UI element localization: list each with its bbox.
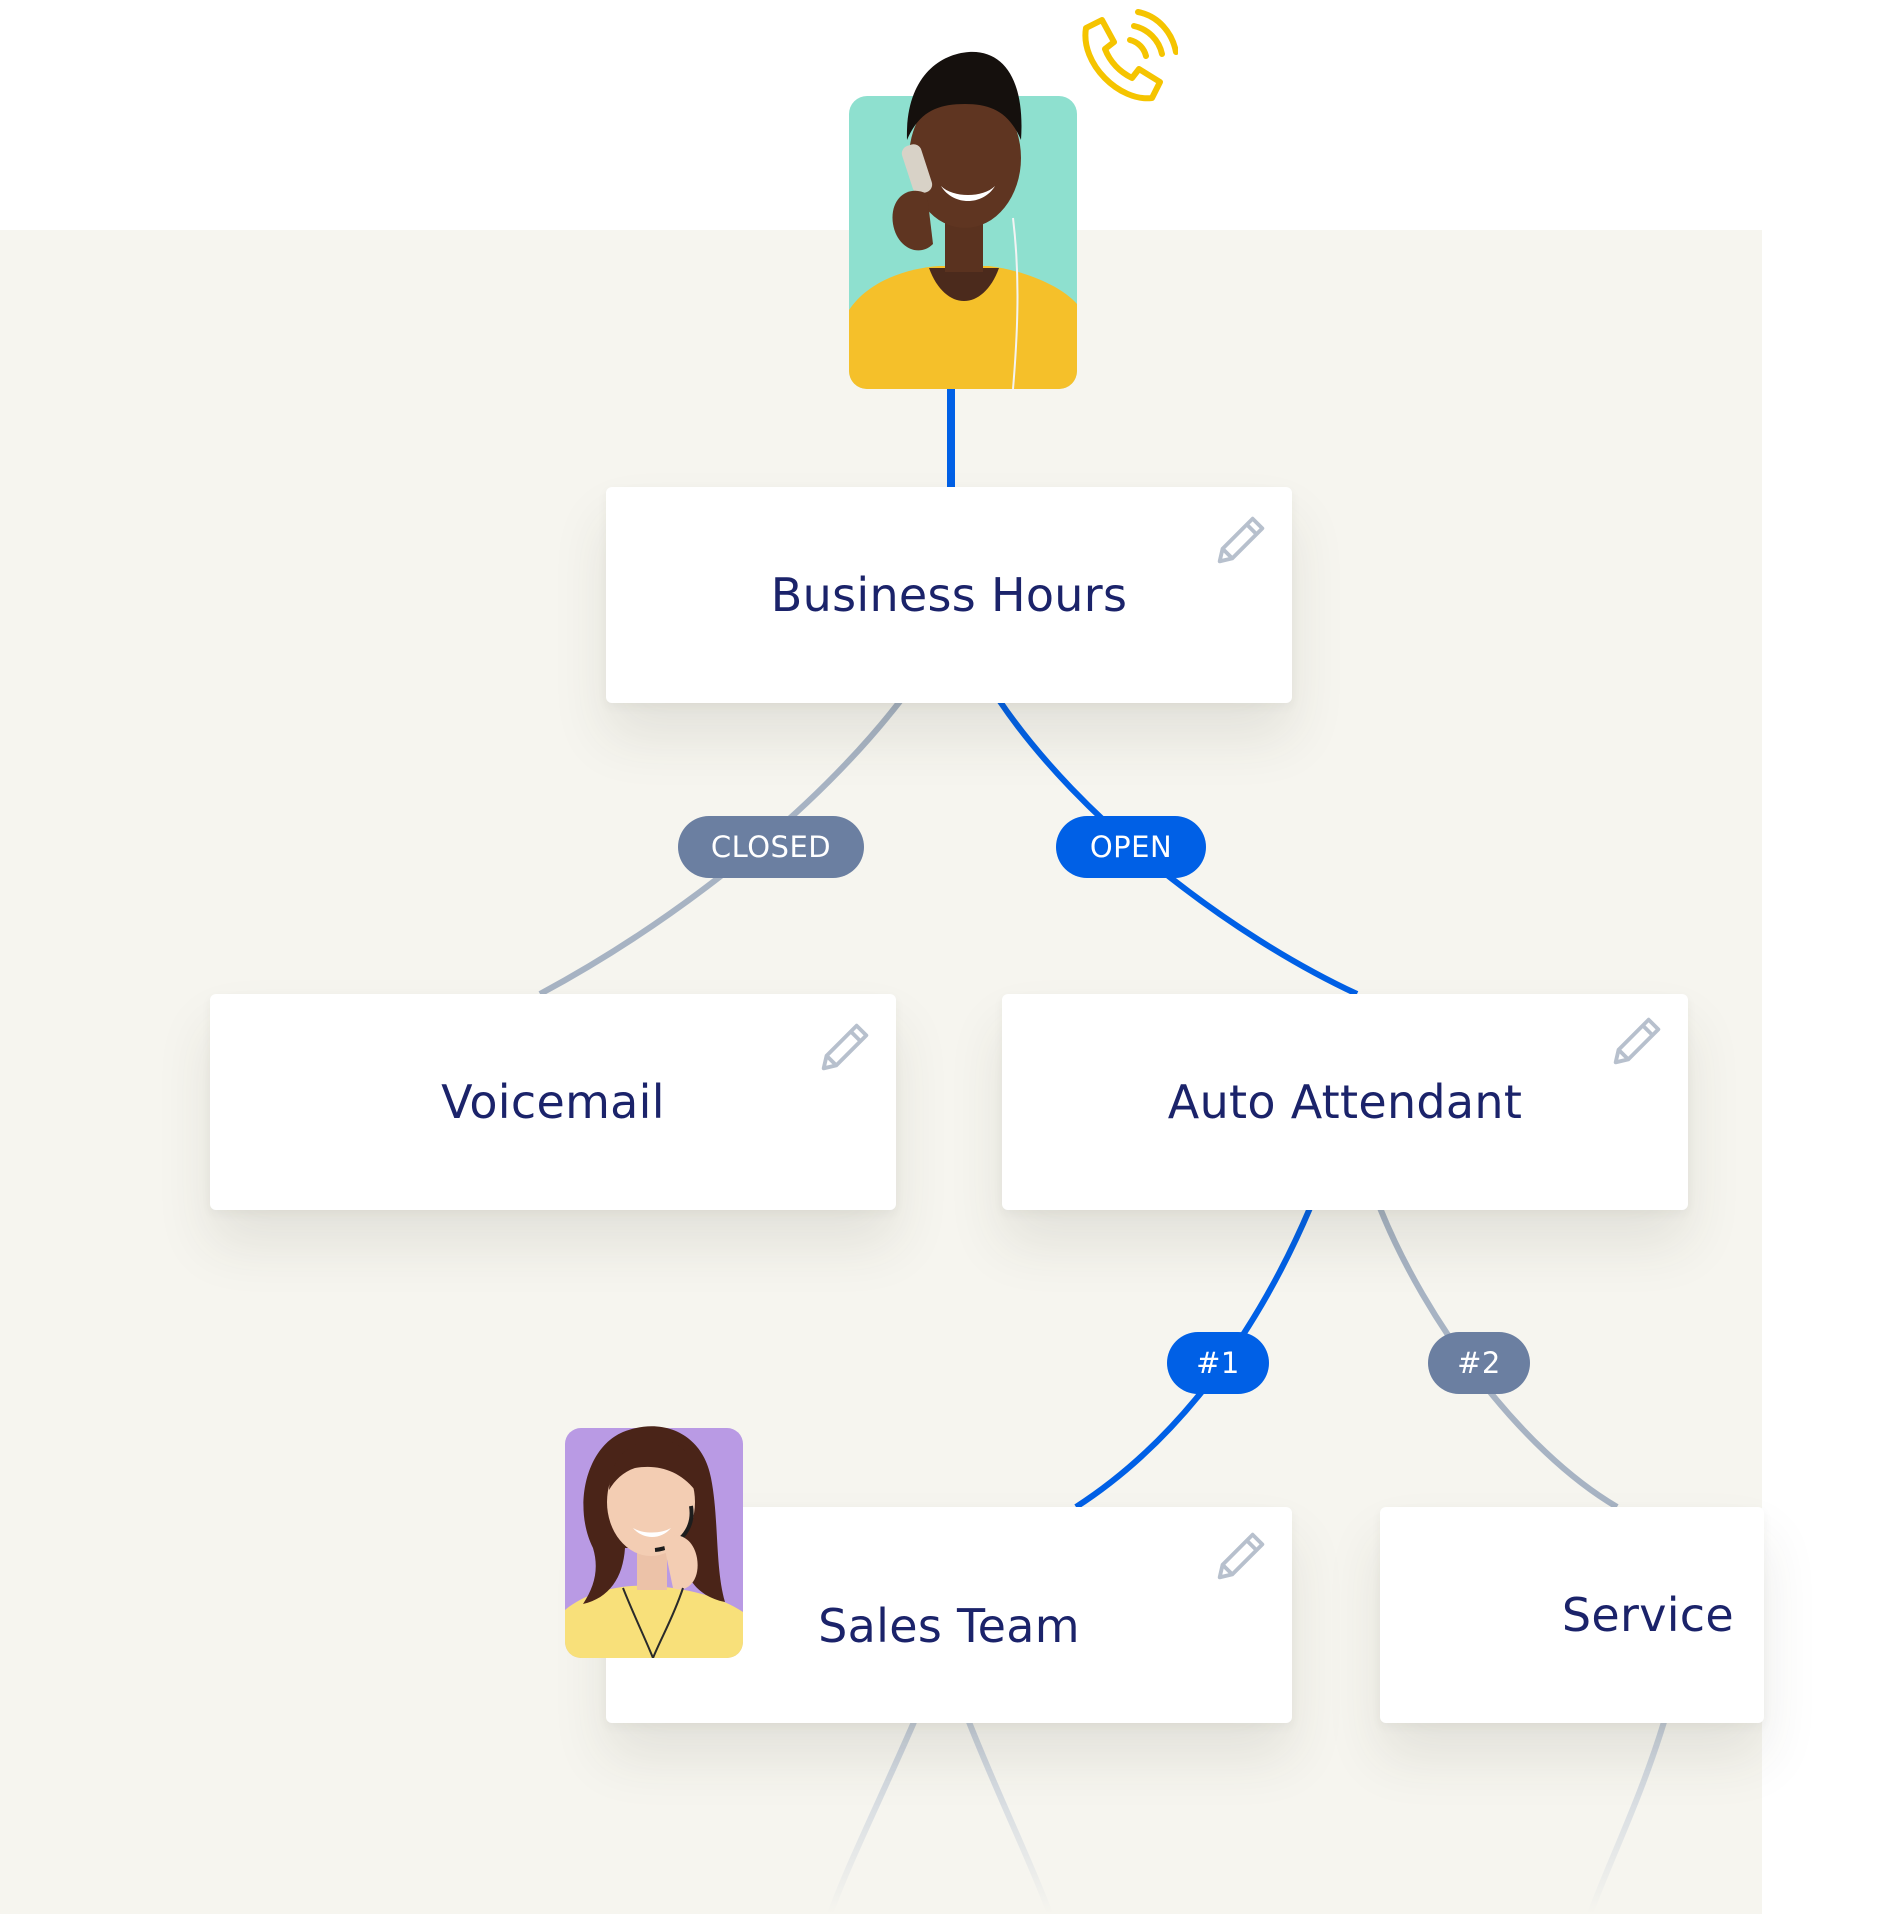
pencil-icon[interactable] xyxy=(1210,1525,1272,1587)
pencil-icon[interactable] xyxy=(814,1016,876,1078)
node-auto-attendant-label: Auto Attendant xyxy=(1167,1075,1523,1129)
connector-fade-middle xyxy=(966,1720,1053,1914)
branch-pill-closed[interactable]: CLOSED xyxy=(678,816,864,878)
pencil-icon[interactable] xyxy=(1210,509,1272,571)
node-service-label: Service xyxy=(1561,1588,1734,1642)
pencil-icon[interactable] xyxy=(1606,1010,1668,1072)
node-service[interactable]: Service xyxy=(1380,1507,1764,1723)
agent-avatar xyxy=(565,1398,743,1658)
node-voicemail[interactable]: Voicemail xyxy=(210,994,896,1210)
connector-fade-left xyxy=(827,1720,917,1914)
node-business-hours-label: Business Hours xyxy=(770,568,1128,622)
ringing-phone-icon xyxy=(1082,9,1178,102)
branch-pill-option-2[interactable]: #2 xyxy=(1428,1332,1530,1394)
branch-pill-option-1[interactable]: #1 xyxy=(1167,1332,1269,1394)
node-sales-team-label: Sales Team xyxy=(818,1599,1080,1653)
node-voicemail-label: Voicemail xyxy=(441,1075,665,1129)
branch-pill-open[interactable]: OPEN xyxy=(1056,816,1206,878)
node-business-hours[interactable]: Business Hours xyxy=(606,487,1292,703)
connector-fade-right xyxy=(1587,1721,1667,1914)
node-auto-attendant[interactable]: Auto Attendant xyxy=(1002,994,1688,1210)
caller-avatar xyxy=(849,48,1077,389)
